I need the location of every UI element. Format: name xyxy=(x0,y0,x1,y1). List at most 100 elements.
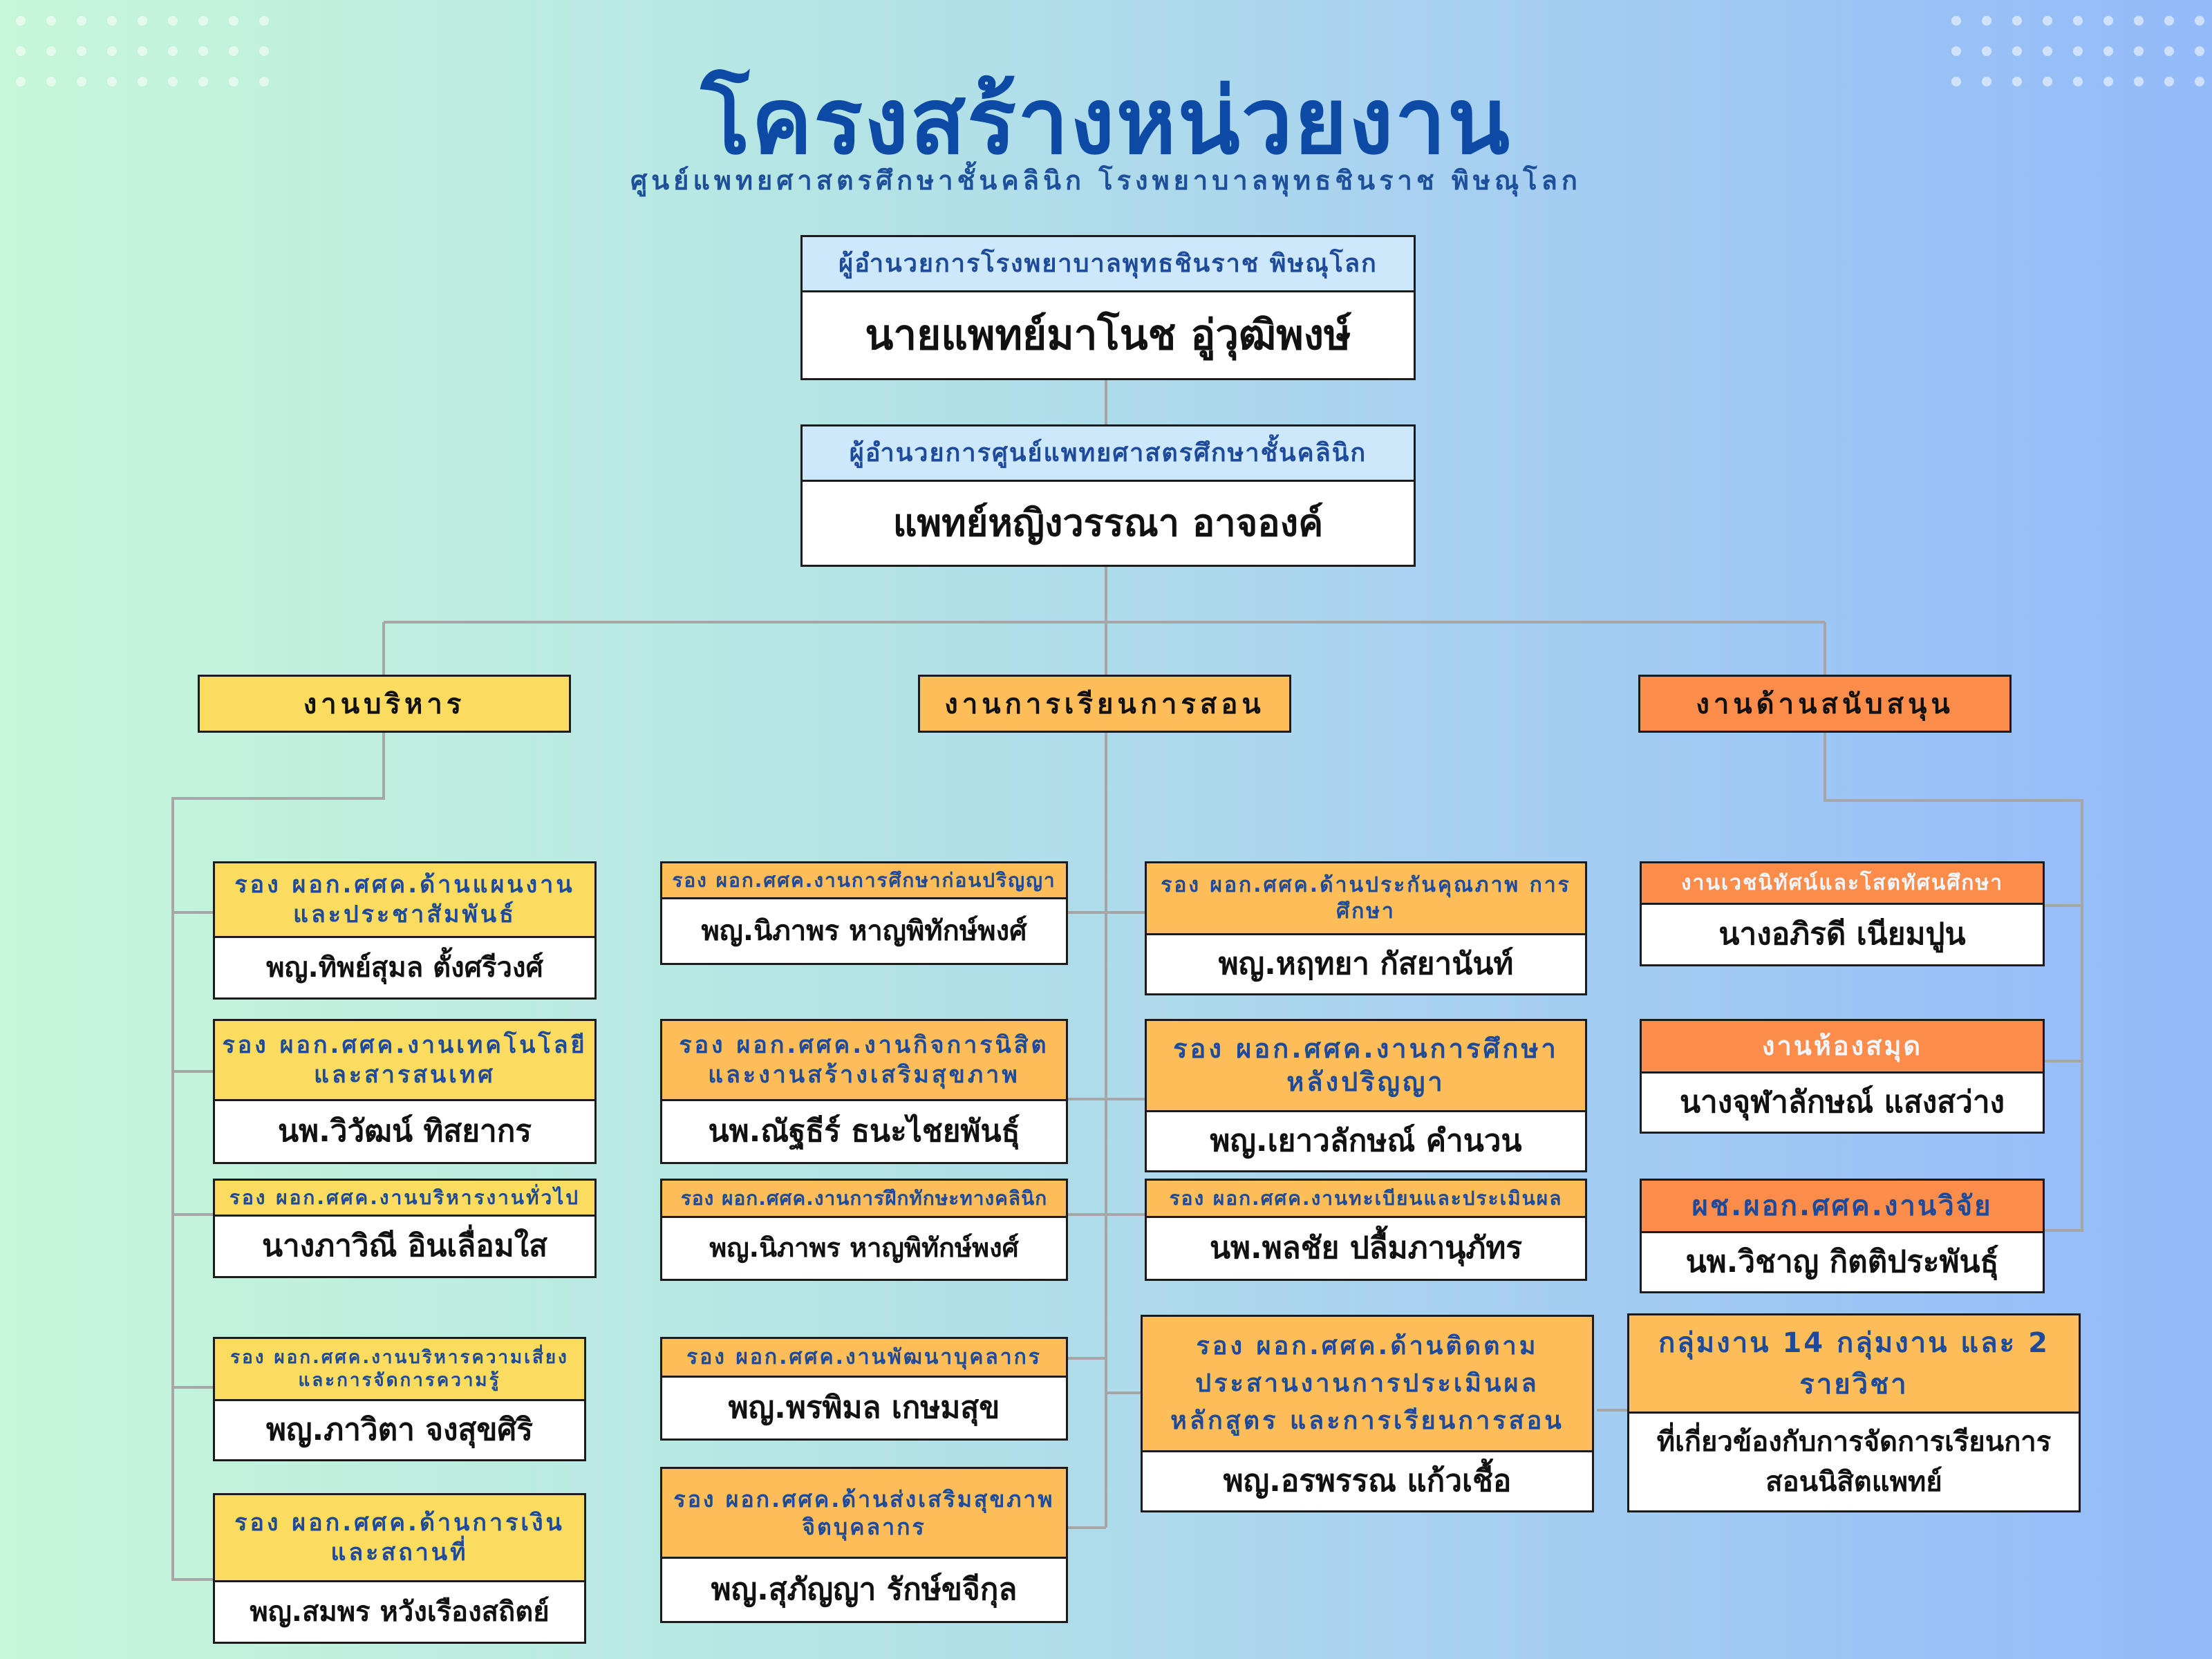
teaching-card-name: พญ.อรพรรณ แก้วเชื้อ xyxy=(1223,1463,1512,1499)
decorative-dot xyxy=(259,16,269,26)
admin-card-name: นางภาวิณี อินเลื่อมใส xyxy=(261,1228,548,1264)
decorative-dot xyxy=(2134,46,2144,56)
teaching-card-role: รอง ผอก.ศศค.งานพัฒนาบุคลากร xyxy=(662,1339,1066,1378)
admin-card-3: รอง ผอก.ศศค.งานบริหารงานทั่วไป นางภาวิณี… xyxy=(213,1179,597,1278)
decorative-dots-right xyxy=(1951,16,2204,86)
dept-administration: งานบริหาร xyxy=(198,675,571,733)
decorative-dot xyxy=(229,16,238,26)
decorative-dot xyxy=(2195,46,2204,56)
teaching-card-name: พญ.หฤทยา กัสยานันท์ xyxy=(1218,946,1514,982)
teaching-card-name: พญ.พรพิมล เกษมสุข xyxy=(728,1390,1000,1426)
decorative-dot xyxy=(107,77,117,86)
decorative-dot xyxy=(259,46,269,56)
decorative-dot xyxy=(2012,16,2022,26)
decorative-dot xyxy=(2073,16,2083,26)
decorative-dot xyxy=(77,16,86,26)
decorative-dot xyxy=(2195,77,2204,86)
decorative-dot xyxy=(259,77,269,86)
hospital-director-role: ผู้อำนวยการโรงพยาบาลพุทธชินราช พิษณุโลก xyxy=(803,237,1414,292)
decorative-dots-left xyxy=(16,16,269,86)
decorative-dot xyxy=(2164,16,2174,26)
decorative-dot xyxy=(107,16,117,26)
page-title: โครงสร้างหน่วยงาน xyxy=(700,68,1512,175)
decorative-dot xyxy=(138,16,147,26)
teaching-card-role: รอง ผอก.ศศค.ด้านติดตาม ประสานงานการประเม… xyxy=(1143,1317,1592,1452)
decorative-dot xyxy=(2012,46,2022,56)
hospital-director-name: นายแพทย์มาโนช อู่วุฒิพงษ์ xyxy=(865,311,1351,359)
admin-card-name: นพ.วิวัฒน์ ทิสยากร xyxy=(278,1114,532,1150)
teaching-card-7: รอง ผอก.ศศค.งานการศึกษา หลังปริญญา พญ.เย… xyxy=(1145,1019,1587,1172)
decorative-dot xyxy=(2164,77,2174,86)
support-card-name: นางจุฬาลักษณ์ แสงสว่าง xyxy=(1679,1085,2005,1121)
decorative-dot xyxy=(138,46,147,56)
admin-card-1: รอง ผอก.ศศค.ด้านแผนงาน และประชาสัมพันธ์ … xyxy=(213,861,597,1000)
support-card-role: ผช.ผอก.ศศค.งานวิจัย xyxy=(1642,1181,2043,1233)
decorative-dot xyxy=(1951,77,1961,86)
decorative-dot xyxy=(198,16,208,26)
teaching-card-name: พญ.นิภาพร หาญพิทักษ์พงศ์ xyxy=(701,915,1027,947)
decorative-dot xyxy=(2134,16,2144,26)
decorative-dot xyxy=(1951,16,1961,26)
decorative-dot xyxy=(1982,16,1991,26)
teaching-card-6: รอง ผอก.ศศค.ด้านประกันคุณภาพ การศึกษา พญ… xyxy=(1145,861,1587,995)
admin-card-name: พญ.สมพร หวังเรืองสถิตย์ xyxy=(250,1596,550,1628)
decorative-dot xyxy=(2164,46,2174,56)
support-card-4: กลุ่มงาน 14 กลุ่มงาน และ 2 รายวิชา ที่เก… xyxy=(1627,1313,2081,1512)
teaching-card-role: รอง ผอก.ศศค.ด้านประกันคุณภาพ การศึกษา xyxy=(1147,863,1585,935)
decorative-dot xyxy=(229,46,238,56)
decorative-dot xyxy=(1982,77,1991,86)
teaching-card-role: รอง ผอก.ศศค.งานการศึกษา หลังปริญญา xyxy=(1147,1021,1585,1112)
decorative-dot xyxy=(2103,16,2113,26)
decorative-dot xyxy=(77,46,86,56)
teaching-card-4: รอง ผอก.ศศค.งานพัฒนาบุคลากร พญ.พรพิมล เก… xyxy=(660,1337,1068,1441)
decorative-dot xyxy=(168,46,178,56)
teaching-card-role: รอง ผอก.ศศค.งานการฝึกทักษะทางคลินิก xyxy=(662,1181,1066,1218)
decorative-dot xyxy=(2195,16,2204,26)
admin-card-2: รอง ผอก.ศศค.งานเทคโนโลยี และสารสนเทศ นพ.… xyxy=(213,1019,597,1164)
decorative-dot xyxy=(2043,77,2052,86)
support-card-role: กลุ่มงาน 14 กลุ่มงาน และ 2 รายวิชา xyxy=(1629,1315,2079,1414)
center-director-box: ผู้อำนวยการศูนย์แพทยศาสตรศึกษาชั้นคลินิก… xyxy=(800,424,1416,567)
admin-card-role: รอง ผอก.ศศค.งานเทคโนโลยี และสารสนเทศ xyxy=(215,1021,594,1101)
center-director-name: แพทย์หญิงวรรณา อาจองค์ xyxy=(892,500,1324,545)
decorative-dot xyxy=(198,77,208,86)
support-card-role: งานเวชนิทัศน์และโสตทัศนศึกษา xyxy=(1642,863,2043,905)
decorative-dot xyxy=(46,16,56,26)
decorative-dot xyxy=(107,46,117,56)
admin-card-4: รอง ผอก.ศศค.งานบริหารความเสี่ยง และการจั… xyxy=(213,1337,586,1461)
teaching-card-name: พญ.สุภัญญา รักษ์ขจีกุล xyxy=(711,1572,1018,1608)
teaching-card-9: รอง ผอก.ศศค.ด้านติดตาม ประสานงานการประเม… xyxy=(1141,1315,1594,1512)
teaching-card-name: นพ.ณัฐธีร์ ธนะไชยพันธุ์ xyxy=(708,1114,1020,1150)
decorative-dot xyxy=(2043,46,2052,56)
decorative-dot xyxy=(2043,16,2052,26)
teaching-card-1: รอง ผอก.ศศค.งานการศึกษาก่อนปริญญา พญ.นิภ… xyxy=(660,861,1068,965)
decorative-dot xyxy=(138,77,147,86)
dept-support: งานด้านสนับสนุน xyxy=(1638,675,2012,733)
decorative-dot xyxy=(2103,77,2113,86)
teaching-card-role: รอง ผอก.ศศค.งานทะเบียนและประเมินผล xyxy=(1147,1181,1585,1218)
teaching-card-role: รอง ผอก.ศศค.งานการศึกษาก่อนปริญญา xyxy=(662,863,1066,899)
teaching-card-5: รอง ผอก.ศศค.ด้านส่งเสริมสุขภาพ จิตบุคลาก… xyxy=(660,1467,1068,1623)
decorative-dot xyxy=(46,46,56,56)
admin-card-role: รอง ผอก.ศศค.ด้านการเงิน และสถานที่ xyxy=(215,1495,584,1582)
teaching-card-name: พญ.นิภาพร หาญพิทักษ์พงศ์ xyxy=(709,1232,1019,1264)
support-card-name: ที่เกี่ยวข้องกับการจัดการเรียนการ สอนนิส… xyxy=(1656,1426,2052,1498)
decorative-dot xyxy=(2103,46,2113,56)
decorative-dot xyxy=(16,46,26,56)
hospital-director-box: ผู้อำนวยการโรงพยาบาลพุทธชินราช พิษณุโลก … xyxy=(800,235,1416,380)
decorative-dot xyxy=(2073,77,2083,86)
support-card-3: ผช.ผอก.ศศค.งานวิจัย นพ.วิชาญ กิตติประพัน… xyxy=(1640,1179,2045,1293)
decorative-dot xyxy=(16,77,26,86)
support-card-role: งานห้องสมุด xyxy=(1642,1021,2043,1074)
center-director-role: ผู้อำนวยการศูนย์แพทยศาสตรศึกษาชั้นคลินิก xyxy=(803,427,1414,482)
decorative-dot xyxy=(1982,46,1991,56)
teaching-card-role: รอง ผอก.ศศค.งานกิจการนิสิต และงานสร้างเส… xyxy=(662,1021,1066,1101)
decorative-dot xyxy=(46,77,56,86)
decorative-dot xyxy=(168,16,178,26)
teaching-card-name: พญ.เยาวลักษณ์ คำนวน xyxy=(1210,1123,1522,1159)
admin-card-role: รอง ผอก.ศศค.ด้านแผนงาน และประชาสัมพันธ์ xyxy=(215,863,594,938)
decorative-dot xyxy=(1951,46,1961,56)
decorative-dot xyxy=(2073,46,2083,56)
decorative-dot xyxy=(2134,77,2144,86)
admin-card-5: รอง ผอก.ศศค.ด้านการเงิน และสถานที่ พญ.สม… xyxy=(213,1493,586,1644)
